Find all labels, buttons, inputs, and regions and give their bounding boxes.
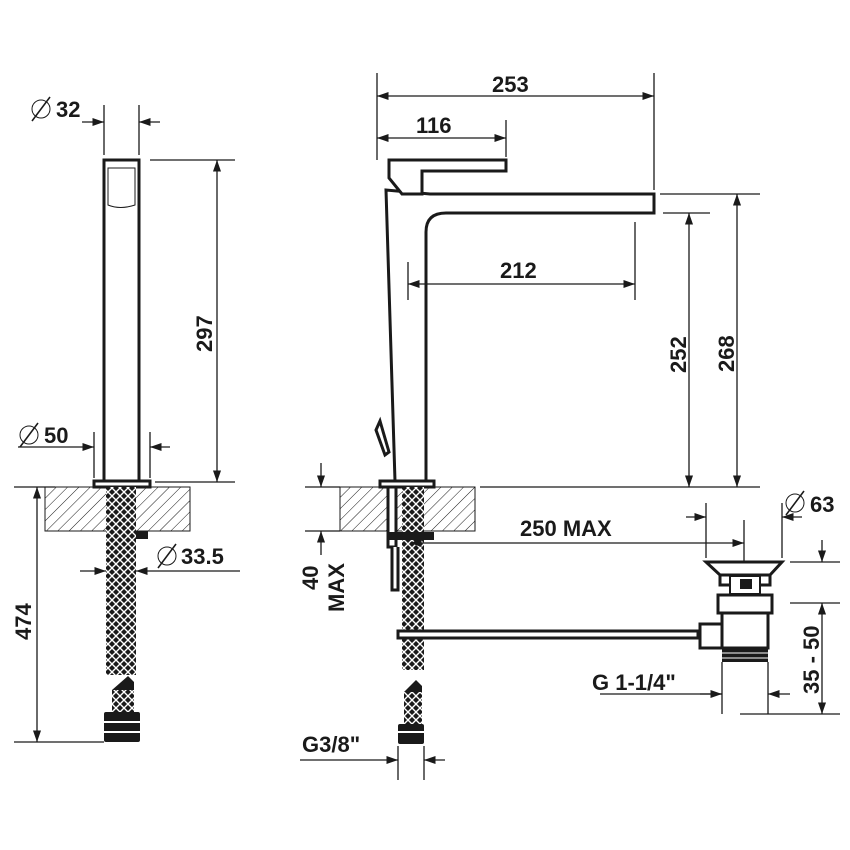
dim-h252-label: 252 — [666, 336, 691, 373]
dim-g3-8-label: G3/8" — [302, 732, 360, 757]
dim-h474: 474 — [11, 486, 104, 743]
dim-h252: 252 — [480, 212, 760, 488]
dim-h40-label: 40 — [298, 566, 323, 590]
dim-g1-14: G 1-1/4" — [592, 662, 790, 714]
dim-h474-label: 474 — [11, 603, 36, 640]
dim-w212: 212 — [407, 222, 636, 300]
dim-d33-5: 33.5 — [80, 543, 240, 576]
dim-w253: 253 — [376, 72, 655, 190]
dim-g3-8: G3/8" — [300, 732, 445, 780]
dim-w212-label: 212 — [500, 258, 537, 283]
dim-d63: 63 — [686, 490, 834, 558]
pull-rod — [396, 629, 700, 640]
dim-h297-label: 297 — [192, 315, 217, 352]
dim-h297: 297 — [150, 159, 235, 483]
dim-g1-14-label: G 1-1/4" — [592, 670, 676, 695]
dim-d32: 32 — [31, 96, 160, 155]
dim-d63-label: 63 — [810, 492, 834, 517]
base-flange-side — [92, 479, 152, 489]
faucet-body-front — [384, 188, 656, 483]
dim-w116-label: 116 — [416, 113, 452, 138]
front-view — [339, 158, 786, 744]
hose-nut-left — [104, 712, 140, 742]
dim-d32-label: 32 — [56, 97, 80, 122]
dim-w253-label: 253 — [492, 72, 529, 97]
pop-up-waste — [698, 560, 786, 662]
dim-w250-max: 250 MAX — [410, 516, 745, 562]
side-view — [44, 158, 191, 742]
dim-w250-label: 250 MAX — [520, 516, 612, 541]
dim-d50-label: 50 — [44, 423, 68, 448]
dim-h35-50-label: 35 - 50 — [799, 626, 824, 695]
faucet-body-side — [102, 158, 141, 484]
dim-h268-label: 268 — [714, 335, 739, 372]
dim-d33-5-label: 33.5 — [181, 544, 224, 569]
dim-max-label: MAX — [324, 563, 349, 612]
dim-h35-50: 35 - 50 — [740, 540, 840, 715]
dim-d50: 50 — [18, 422, 170, 478]
dim-h40-max: 40 MAX — [298, 463, 349, 612]
dim-w116: 116 — [377, 113, 507, 157]
waste-thread — [722, 648, 768, 662]
lever-handle — [387, 158, 508, 196]
hose-nut-right — [398, 724, 424, 744]
dim-h268: 268 — [660, 193, 760, 487]
